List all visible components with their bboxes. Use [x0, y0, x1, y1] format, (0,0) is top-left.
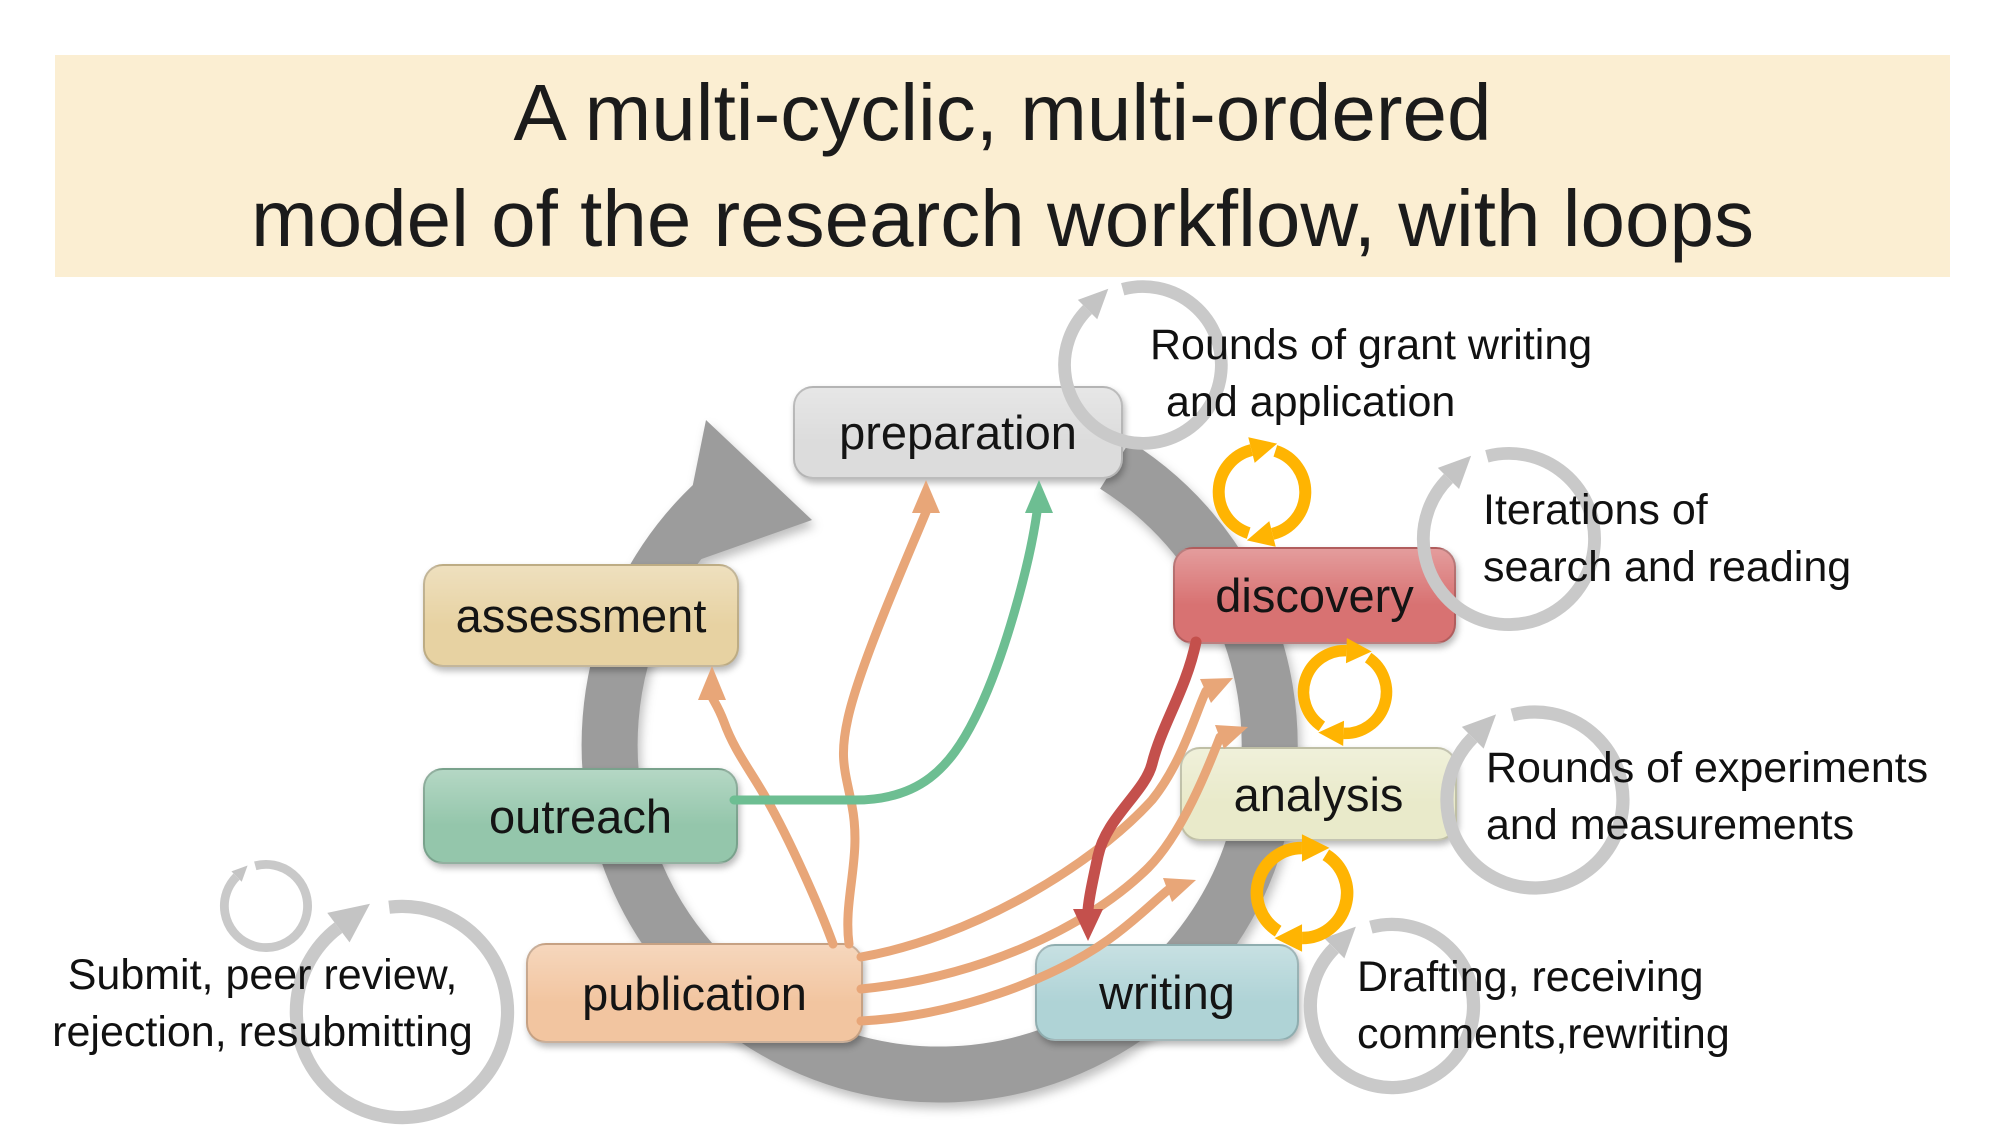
annotation-experiments: Rounds of experiments and measurements: [1486, 740, 1928, 854]
annotation-search-reading: Iterations of search and reading: [1483, 482, 1851, 596]
arrow-publication-to-analysis: [856, 725, 1248, 994]
arrow-publication-to-discovery: [856, 678, 1233, 962]
annotation-submit-review: Submit, peer review, rejection, resubmit…: [10, 947, 515, 1061]
arrow-publication-to-assessment: [698, 666, 838, 949]
slide-title: A multi-cyclic, multi-ordered model of t…: [55, 55, 1950, 277]
stage-outreach-label: outreach: [489, 789, 672, 843]
stage-outreach: outreach: [423, 768, 738, 864]
annotation-search-reading-line1: Iterations of: [1483, 486, 1708, 534]
iteration-icon-discovery-analysis: [1299, 634, 1391, 750]
loop-icon-publication-small: [224, 864, 308, 948]
stage-writing: writing: [1035, 944, 1299, 1041]
stage-analysis: analysis: [1180, 747, 1457, 841]
stage-discovery-label: discovery: [1215, 569, 1414, 622]
loop-icon-publication-large: [282, 892, 522, 1125]
arrow-publication-to-writing: [856, 878, 1196, 1026]
annotation-grant-writing-line2: and application: [1166, 378, 1456, 426]
annotation-grant-writing-line1: Rounds of grant writing: [1150, 321, 1593, 369]
annotation-drafting-line1: Drafting, receiving: [1357, 953, 1704, 1001]
stage-writing-label: writing: [1099, 966, 1235, 1019]
iteration-icon-analysis-writing: [1254, 832, 1350, 954]
stage-preparation: preparation: [793, 386, 1123, 479]
iteration-icon-preparation-discovery: [1207, 427, 1317, 557]
annotation-submit-review-line1: Submit, peer review,: [67, 951, 458, 999]
loop-icon-discovery: [1422, 452, 1596, 626]
workflow-cycle-arrow-icon: [581, 420, 1298, 1103]
annotation-experiments-line1: Rounds of experiments: [1486, 744, 1929, 792]
annotation-search-reading-line2: search and reading: [1483, 543, 1852, 591]
stage-publication: publication: [526, 943, 863, 1043]
stage-discovery: discovery: [1173, 547, 1456, 644]
annotation-experiments-line2: and measurements: [1486, 801, 1855, 849]
loop-icon-analysis: [1446, 711, 1624, 889]
annotation-grant-writing: Rounds of grant writing and application: [1150, 317, 1592, 431]
slide-title-line1: A multi-cyclic, multi-ordered: [513, 67, 1492, 157]
annotation-drafting: Drafting, receiving comments,rewriting: [1357, 949, 1730, 1063]
annotation-drafting-line2: comments,rewriting: [1357, 1010, 1730, 1058]
stage-analysis-label: analysis: [1233, 767, 1404, 821]
stage-publication-label: publication: [582, 966, 807, 1020]
slide-title-line2: model of the research workflow, with loo…: [251, 174, 1754, 263]
annotation-submit-review-line2: rejection, resubmitting: [52, 1008, 473, 1056]
arrow-publication-to-preparation: [839, 480, 940, 949]
stage-assessment-label: assessment: [455, 589, 707, 642]
arrow-outreach-to-preparation: [729, 480, 1053, 805]
arrow-discovery-to-writing: [1073, 636, 1202, 941]
stage-assessment: assessment: [423, 564, 739, 667]
loop-icon-writing: [1309, 923, 1475, 1089]
loop-icon-preparation: [1064, 286, 1222, 444]
stage-preparation-label: preparation: [839, 406, 1077, 459]
